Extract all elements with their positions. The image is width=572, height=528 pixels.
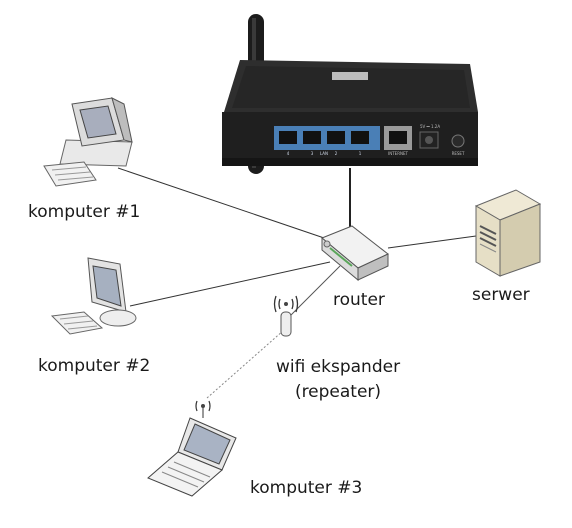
connections xyxy=(117,167,477,399)
repeater-label-line1: wifi ekspander xyxy=(275,357,401,377)
link-repeater-router xyxy=(285,265,341,321)
desktop-computer-icon xyxy=(43,97,133,187)
router-photo-labels: 4 3 LAN 2 1 INTERNET 5V ⎓ 1.2A RESET xyxy=(287,124,465,156)
port-label: 3 xyxy=(311,151,314,156)
router-icon xyxy=(321,225,389,282)
server-label: serwer xyxy=(472,285,530,305)
power-label: 5V ⎓ 1.2A xyxy=(420,124,440,129)
router-photo-icon xyxy=(222,14,478,174)
link-computer1-router xyxy=(117,167,331,241)
computer1-label: komputer #1 xyxy=(28,202,141,222)
computer3-label: komputer #3 xyxy=(250,478,363,498)
repeater-label-line2: (repeater) xyxy=(294,382,382,402)
port-label: LAN xyxy=(320,151,328,156)
port-label: 4 xyxy=(287,151,290,156)
wifi-antenna-icon xyxy=(273,295,299,337)
link-server-router xyxy=(387,235,477,249)
computer2-label: komputer #2 xyxy=(38,356,151,376)
link-laptop-repeater xyxy=(206,329,285,399)
link-computer2-router xyxy=(129,261,331,307)
reset-label: RESET xyxy=(452,151,465,156)
server-icon xyxy=(474,189,542,277)
router-label: router xyxy=(333,290,385,310)
laptop-icon xyxy=(147,400,237,497)
port-label: 1 xyxy=(359,151,362,156)
port-label: 2 xyxy=(335,151,338,156)
lcd-computer-icon xyxy=(50,257,137,335)
wan-label: INTERNET xyxy=(388,151,408,156)
